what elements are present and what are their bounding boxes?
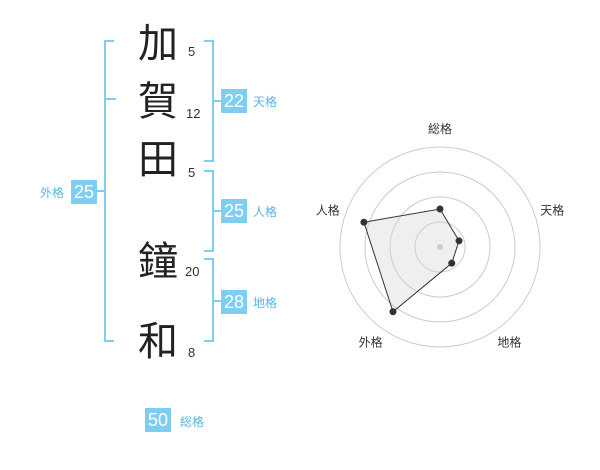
tenkaku-bracket	[204, 40, 214, 162]
name-char-5: 和	[138, 319, 178, 365]
radar-ring-2	[389, 196, 491, 298]
stroke-count-1: 5	[188, 44, 196, 59]
tenkaku-label: 天格	[253, 95, 278, 109]
chikaku-bracket-connector	[214, 300, 222, 302]
name-char-4: 鐘	[138, 239, 178, 285]
radar-axis-label-5: 人格	[316, 203, 340, 218]
stroke-count-4: 20	[185, 264, 200, 279]
stroke-count-5: 8	[188, 345, 196, 360]
radar-ring-3	[364, 171, 516, 323]
stroke-count-3: 5	[188, 165, 196, 180]
jinkaku-value-badge: 25	[221, 199, 248, 223]
chikaku-value-badge: 28	[221, 290, 248, 314]
radar-ring-1	[414, 221, 466, 273]
jinkaku-bracket	[204, 170, 214, 252]
jinkaku-bracket-connector	[214, 210, 222, 212]
gaikaku-bracket-tick	[104, 98, 116, 100]
soukaku-label: 総格	[180, 415, 205, 429]
radar-ring-4	[339, 146, 541, 348]
radar-axis-label-1: 総格	[428, 121, 452, 136]
radar-point-4	[389, 308, 397, 316]
jinkaku-label: 人格	[253, 205, 278, 219]
name-char-2: 賀	[138, 79, 178, 125]
radar-point-5	[360, 218, 368, 226]
radar-axis-label-3: 地格	[497, 334, 521, 349]
stroke-count-2: 12	[186, 106, 201, 121]
radar-point-1	[436, 205, 444, 213]
chikaku-label: 地格	[253, 296, 278, 310]
tenkaku-bracket-connector	[214, 100, 222, 102]
soukaku-value-badge: 50	[145, 408, 172, 432]
name-char-3: 田	[138, 137, 178, 183]
chikaku-bracket	[204, 258, 214, 342]
gaikaku-bracket	[104, 40, 114, 342]
gaikaku-value-badge: 25	[71, 180, 98, 204]
radar-point-2	[455, 237, 463, 245]
radar-axis-label-2: 天格	[540, 203, 564, 218]
radar-axis-label-4: 外格	[359, 334, 383, 349]
radar-value-polygon	[363, 208, 460, 313]
gaikaku-label: 外格	[40, 186, 65, 200]
gaikaku-bracket-connector	[94, 190, 104, 192]
radar-center-dot	[437, 244, 443, 250]
radar-point-3	[448, 259, 456, 267]
name-char-1: 加	[138, 21, 178, 67]
tenkaku-value-badge: 22	[221, 89, 248, 113]
